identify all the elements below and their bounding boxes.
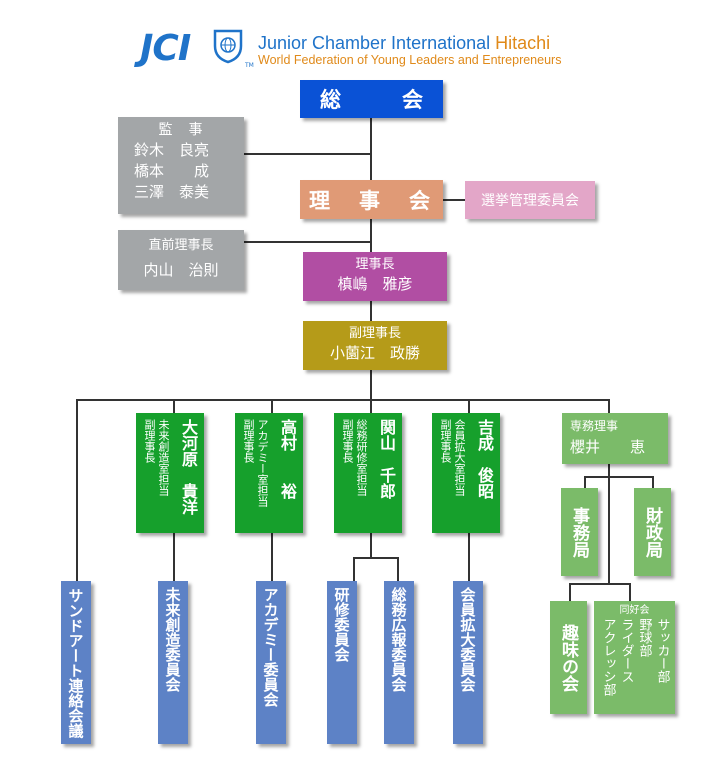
drop-vp1 <box>173 399 175 413</box>
president-name: 槙嶋 雅彦 <box>337 275 413 293</box>
past-president-box: 直前理事長 内山 治則 <box>118 230 244 290</box>
vp-box-2: 高村 裕 アカデミー室担当 副理事長 <box>235 413 303 533</box>
vp3-split <box>353 557 399 559</box>
exec-to-zaisei <box>652 476 654 488</box>
trademark-mark: TM <box>245 62 254 69</box>
auditor-title: 監 事 <box>158 122 204 138</box>
drop-vp2 <box>271 399 273 413</box>
past-president-name: 内山 治則 <box>143 261 219 279</box>
club-soccer: サッカー部 <box>654 618 670 683</box>
committee-box-academy: アカデミー委員会 <box>256 581 286 744</box>
vp-1-role: 未来創造室担当 副理事長 <box>143 419 170 496</box>
drop-sandart <box>76 399 78 581</box>
club-riders: ライダース <box>618 618 634 683</box>
president-title: 理事長 <box>355 257 395 272</box>
drop-exec <box>608 399 610 413</box>
vp-4-role: 会員拡大室担当 副理事長 <box>439 419 466 496</box>
drop-vp4 <box>468 399 470 413</box>
committee-box-kenshu: 研修委員会 <box>327 581 357 744</box>
committee-box-somu: 総務広報委員会 <box>384 581 414 744</box>
trunk-line-3 <box>370 301 372 321</box>
org-name-chapter: Hitachi <box>495 33 551 53</box>
bureau-zaisei-label: 財政局 <box>642 506 662 558</box>
jci-globe-shield-icon <box>213 29 243 64</box>
auditor-name-1: 鈴木 良亮 <box>134 141 210 159</box>
general-assembly-label: 総 会 <box>320 88 443 112</box>
committee-kakudai-label: 会員拡大委員会 <box>458 587 477 692</box>
general-assembly-box: 総 会 <box>300 80 443 118</box>
past-president-branch-line <box>244 241 371 243</box>
club-aggressive: アクレッシ部 <box>600 618 616 696</box>
auditor-box: 監 事 鈴木 良亮 橋本 成 三澤 泰美 <box>118 117 244 214</box>
election-branch-line <box>443 199 465 201</box>
vp-box-3: 関山 千郎 総務研修室担当 副理事長 <box>334 413 402 533</box>
vp-3-role: 総務研修室担当 副理事長 <box>341 419 368 496</box>
bureau-box-jimu: 事務局 <box>561 488 598 576</box>
main-bus-line <box>76 399 610 401</box>
auditor-name-2: 橋本 成 <box>134 162 210 180</box>
board-box: 理 事 会 <box>300 180 443 219</box>
jci-logo-text: JCI <box>140 28 191 69</box>
vp-2-role: アカデミー室担当 副理事長 <box>242 419 269 507</box>
org-name-main: Junior Chamber International <box>258 33 491 53</box>
election-committee-label: 選挙管理委員会 <box>481 193 579 209</box>
committee-box-kakudai: 会員拡大委員会 <box>453 581 483 744</box>
vp4-to-committee <box>468 533 470 581</box>
club-baseball: 野球部 <box>636 618 652 657</box>
vp-1-name: 大河原 貴洋 <box>179 419 198 515</box>
executive-director-box: 専務理事 櫻井 恵 <box>562 413 668 464</box>
vp3-to-somu <box>397 557 399 581</box>
bureau-box-zaisei: 財政局 <box>634 488 671 576</box>
past-president-title: 直前理事長 <box>148 238 214 253</box>
drop-vp3 <box>370 399 372 413</box>
vp-box-4: 吉成 俊昭 会員拡大室担当 副理事長 <box>432 413 500 533</box>
vp2-to-committee <box>271 533 273 581</box>
vp-2-name: 高村 裕 <box>278 419 297 499</box>
executive-director-name: 櫻井 恵 <box>570 438 646 456</box>
committee-mirai-label: 未来創造委員会 <box>163 587 182 692</box>
board-label: 理 事 会 <box>309 188 434 213</box>
vp-4-name: 吉成 俊昭 <box>475 419 494 499</box>
senior-vp-name: 小薗江 政勝 <box>329 344 420 362</box>
vp3-to-kenshu <box>353 557 355 581</box>
exec-to-clubs <box>629 583 631 601</box>
auditor-branch-line <box>244 153 371 155</box>
bureau-jimu-label: 事務局 <box>569 506 589 558</box>
committee-box-mirai: 未来創造委員会 <box>158 581 188 744</box>
president-box: 理事長 槙嶋 雅彦 <box>303 252 447 301</box>
exec-club-split <box>569 583 631 585</box>
org-name: Junior Chamber International Hitachi <box>258 33 550 54</box>
committee-somu-label: 総務広報委員会 <box>389 587 408 692</box>
exec-to-jimu <box>584 476 586 488</box>
hobby-club-label: 趣味の会 <box>558 623 578 692</box>
org-tagline: World Federation of Young Leaders and En… <box>258 53 562 67</box>
trunk-line-1 <box>370 118 372 180</box>
committee-academy-label: アカデミー委員会 <box>261 587 280 707</box>
senior-vp-title: 副理事長 <box>348 326 401 341</box>
vp1-to-committee <box>173 533 175 581</box>
committee-box-sandart: サンドアート連絡会議 <box>61 581 91 744</box>
senior-vp-box: 副理事長 小薗江 政勝 <box>303 321 447 370</box>
vp-box-1: 大河原 貴洋 未来創造室担当 副理事長 <box>136 413 204 533</box>
vp3-down <box>370 533 372 558</box>
election-committee-box: 選挙管理委員会 <box>465 181 595 219</box>
trunk-line-2 <box>370 219 372 252</box>
auditor-name-3: 三澤 泰美 <box>134 183 210 201</box>
club-group-title: 同好会 <box>619 605 650 616</box>
trunk-line-4 <box>370 370 372 400</box>
executive-director-title: 専務理事 <box>570 419 619 433</box>
committee-sandart-label: サンドアート連絡会議 <box>66 587 85 738</box>
vp-3-name: 関山 千郎 <box>377 419 396 499</box>
hobby-club-box: 趣味の会 <box>550 601 587 714</box>
committee-kenshu-label: 研修委員会 <box>332 587 351 662</box>
exec-down <box>608 464 610 584</box>
exec-bureau-split <box>584 476 654 478</box>
club-group-box: 同好会 サッカー部 野球部 ライダース アクレッシ部 <box>594 601 675 714</box>
exec-to-hobby <box>569 583 571 601</box>
